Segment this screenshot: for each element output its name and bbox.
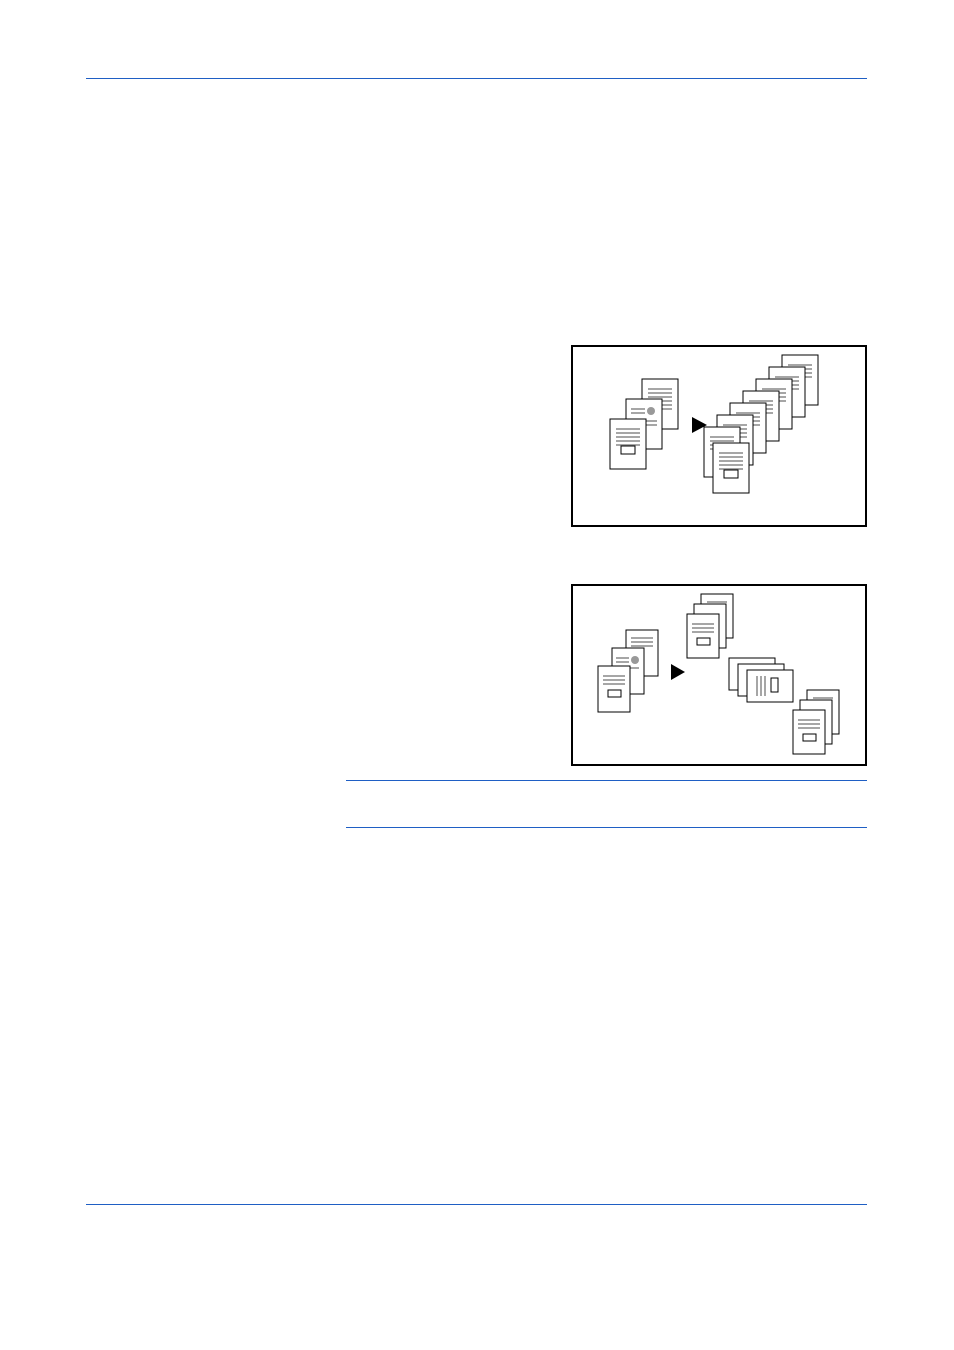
offset-copies-illustration — [571, 584, 867, 766]
originals-stack-icon — [609, 378, 679, 470]
arrow-right-icon — [671, 664, 685, 680]
collated-copies-icon — [703, 354, 819, 494]
note-rule-top — [346, 780, 867, 781]
header-rule — [86, 78, 867, 79]
originals-stack-icon — [597, 629, 659, 713]
sort-copies-illustration — [571, 345, 867, 527]
copy-set-3-icon — [792, 689, 840, 755]
footer-rule — [86, 1204, 867, 1205]
arrow-right-icon — [692, 417, 707, 433]
copy-set-1-icon — [686, 593, 734, 659]
copy-set-2-icon — [728, 657, 794, 703]
note-rule-bottom — [346, 827, 867, 828]
